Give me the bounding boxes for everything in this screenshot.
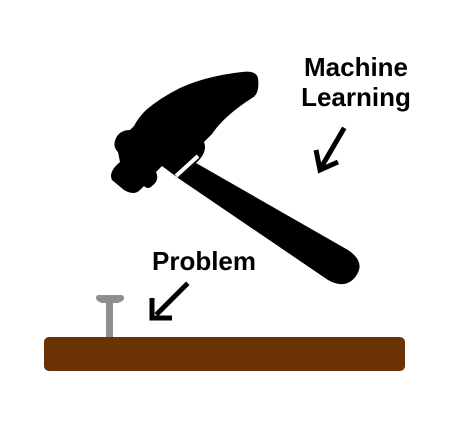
- nail-shank: [106, 302, 113, 338]
- problem-arrow: [149, 281, 190, 321]
- nail-head: [96, 295, 124, 303]
- hammer-icon: [111, 71, 360, 285]
- ml-arrow: [313, 126, 347, 174]
- wooden-board: [44, 337, 405, 371]
- machine-learning-label-line2: Learning: [301, 82, 411, 112]
- problem-label: Problem: [152, 246, 256, 276]
- machine-learning-label-line1: Machine: [304, 52, 408, 82]
- hammer-handle: [178, 163, 360, 285]
- nail-icon: [96, 295, 124, 338]
- hammer-head: [111, 71, 259, 193]
- hammer-collar-line: [174, 154, 200, 178]
